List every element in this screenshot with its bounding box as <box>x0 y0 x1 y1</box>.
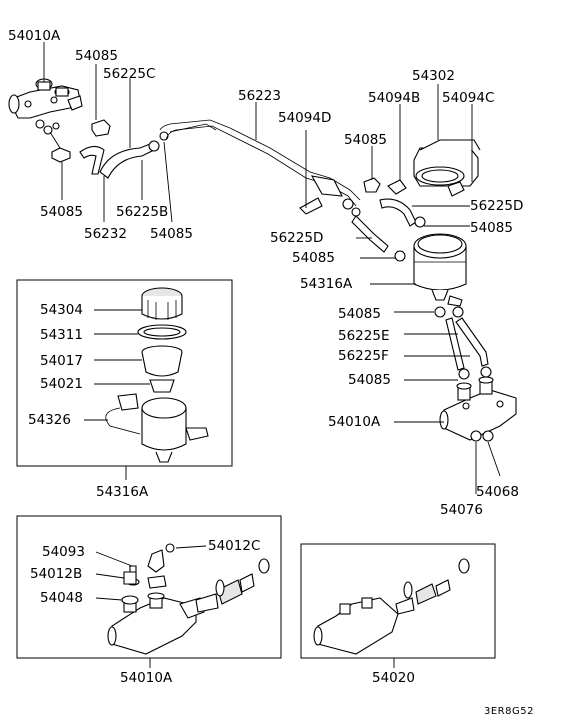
label-54020: 54020 <box>372 670 415 686</box>
label-56232: 56232 <box>84 226 127 242</box>
label-54085-g: 54085 <box>338 306 381 322</box>
pipe-56223 <box>159 119 361 217</box>
master-cylinder-top-left <box>8 78 83 163</box>
label-54085-d: 54085 <box>150 226 193 242</box>
label-54012B: 54012B <box>30 566 82 582</box>
master-cylinder-right <box>439 376 517 442</box>
label-54094B: 54094B <box>368 90 420 106</box>
label-54304: 54304 <box>40 302 83 318</box>
label-54316A-box: 54316A <box>96 484 149 500</box>
reservoir-assembly-parts <box>105 287 209 463</box>
label-54085-a: 54085 <box>75 48 118 64</box>
bracket-54302 <box>387 139 481 197</box>
label-54010A-box: 54010A <box>120 670 173 686</box>
clamp-54085-a <box>91 64 111 137</box>
label-54010A-top: 54010A <box>8 28 61 44</box>
label-56223: 56223 <box>238 88 281 104</box>
label-54094D: 54094D <box>278 110 331 126</box>
box-master-cylinder-assembly <box>16 515 282 659</box>
label-54093: 54093 <box>42 544 85 560</box>
label-56225B: 56225B <box>116 204 168 220</box>
box-reservoir-assembly <box>16 279 233 467</box>
label-54085-b: 54085 <box>344 132 387 148</box>
label-56225F: 56225F <box>338 348 389 364</box>
label-54017: 54017 <box>40 353 83 369</box>
label-54085-h: 54085 <box>348 372 391 388</box>
label-54068: 54068 <box>476 484 519 500</box>
label-56225D-right: 56225D <box>470 198 523 214</box>
label-54326: 54326 <box>28 412 71 428</box>
label-56225C: 56225C <box>103 66 155 82</box>
label-56225D-mid: 56225D <box>270 230 323 246</box>
label-54010A-right: 54010A <box>328 414 381 430</box>
cylinder-body-parts <box>313 558 470 655</box>
label-54085-c: 54085 <box>40 204 83 220</box>
label-54316A-right: 54316A <box>300 276 353 292</box>
reservoir-54316A-right <box>394 233 467 307</box>
label-54094C: 54094C <box>442 90 494 106</box>
label-54048: 54048 <box>40 590 83 606</box>
label-54302: 54302 <box>412 68 455 84</box>
diagram-code: 3ER8G52 <box>484 706 534 717</box>
label-54012C: 54012C <box>208 538 260 554</box>
label-54085-e: 54085 <box>470 220 513 236</box>
label-54076: 54076 <box>440 502 483 518</box>
box-cylinder-body <box>300 543 496 659</box>
master-cylinder-assembly-parts <box>107 543 270 655</box>
label-54311: 54311 <box>40 327 83 343</box>
callout-labels: 54010A 54085 56225C 56223 54302 54094B 5… <box>8 28 534 717</box>
label-54085-f: 54085 <box>292 250 335 266</box>
label-54021: 54021 <box>40 376 83 392</box>
label-56225E: 56225E <box>338 328 389 344</box>
